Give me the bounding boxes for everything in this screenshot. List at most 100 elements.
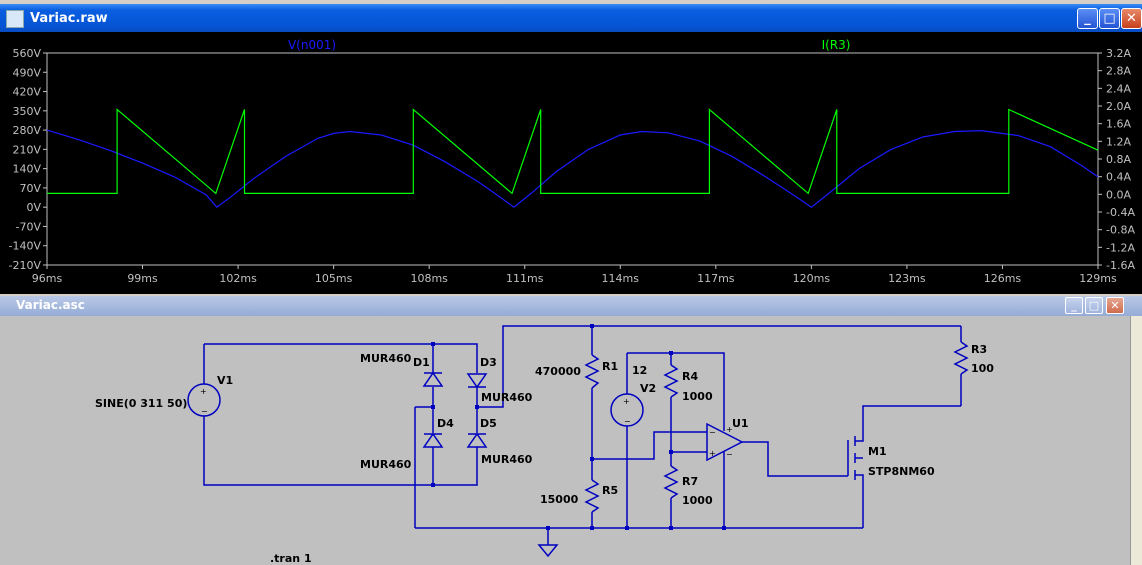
svg-text:+: + xyxy=(709,449,716,458)
x-axis-label: 117ms xyxy=(697,272,735,285)
left-axis-label: 490V xyxy=(12,66,41,79)
label-u1[interactable]: U1 xyxy=(732,417,749,430)
label-v2[interactable]: V2 xyxy=(640,382,656,395)
left-axis-label: 560V xyxy=(12,47,41,60)
wire-bridge-positive xyxy=(477,325,961,408)
waveform-window: Variac.raw _ □ ✕ xyxy=(0,4,1142,34)
wire-bridge xyxy=(432,343,478,486)
maximize-button[interactable]: □ xyxy=(1099,8,1120,29)
series-v-n001 xyxy=(46,129,1099,209)
right-axis-label: -0.4A xyxy=(1106,206,1135,219)
label-r1[interactable]: R1 xyxy=(602,360,618,373)
label-m1[interactable]: M1 xyxy=(868,445,887,458)
label-d4-model[interactable]: MUR460 xyxy=(360,458,412,471)
left-axis-label: 280V xyxy=(12,124,41,137)
schematic-scrollbar[interactable] xyxy=(1130,316,1142,565)
v1-source[interactable] xyxy=(187,383,221,417)
label-r7-val[interactable]: 1000 xyxy=(682,494,713,507)
resistor-r4[interactable] xyxy=(663,364,679,398)
resistor-r1[interactable] xyxy=(584,354,600,389)
label-d5[interactable]: D5 xyxy=(480,417,497,430)
label-tran[interactable]: .tran 1 xyxy=(270,552,312,565)
right-axis-label: 3.2A xyxy=(1106,47,1131,60)
svg-text:−: − xyxy=(709,428,716,437)
right-axis-label: -0.8A xyxy=(1106,224,1135,237)
label-d1[interactable]: D1 xyxy=(413,356,430,369)
plot-background xyxy=(0,32,1142,294)
schematic-window-title: Variac.asc xyxy=(16,298,85,312)
wire-divider-to-opamp xyxy=(592,431,707,460)
label-d5-model[interactable]: MUR460 xyxy=(481,453,533,466)
ground-symbol[interactable] xyxy=(537,544,559,558)
wire-ground-bus xyxy=(415,527,863,545)
wire-r4-r7 xyxy=(670,353,707,528)
label-v2-val[interactable]: 12 xyxy=(632,364,647,377)
right-axis-label: 2.4A xyxy=(1106,82,1131,95)
label-r5[interactable]: R5 xyxy=(602,484,618,497)
waveform-plot[interactable]: 560V490V420V350V280V210V140V70V0V-70V-14… xyxy=(0,32,1142,294)
x-axis-label: 105ms xyxy=(315,272,353,285)
svg-text:+: + xyxy=(200,387,207,396)
label-r3[interactable]: R3 xyxy=(971,343,987,356)
x-axis-label: 126ms xyxy=(984,272,1022,285)
v2-source[interactable] xyxy=(610,393,644,427)
label-r5-val[interactable]: 15000 xyxy=(540,493,579,506)
right-axis-label: 0.8A xyxy=(1106,153,1131,166)
waveform-window-title: Variac.raw xyxy=(30,11,108,26)
waveform-titlebar[interactable]: Variac.raw _ □ ✕ xyxy=(0,4,1142,34)
x-axis-label: 120ms xyxy=(793,272,831,285)
left-axis-label: -70V xyxy=(16,220,42,233)
label-m1-model[interactable]: STP8NM60 xyxy=(868,465,935,478)
waveform-window-icon[interactable] xyxy=(6,10,24,28)
right-axis-label: -1.6A xyxy=(1106,259,1135,272)
right-axis-label: 1.2A xyxy=(1106,135,1131,148)
left-axis-label: 0V xyxy=(26,201,41,214)
label-r1-val[interactable]: 470000 xyxy=(535,365,581,378)
right-axis-label: 0.4A xyxy=(1106,171,1131,184)
label-r7[interactable]: R7 xyxy=(682,475,698,488)
x-axis-label: 102ms xyxy=(219,272,257,285)
close-button[interactable]: ✕ xyxy=(1121,8,1142,29)
diode-d4[interactable] xyxy=(422,432,444,448)
schematic-canvas[interactable] xyxy=(0,316,1130,565)
schematic-titlebar[interactable]: Variac.asc _ □ ✕ xyxy=(0,296,1142,316)
label-r4-val[interactable]: 1000 xyxy=(682,390,713,403)
label-d3-model[interactable]: MUR460 xyxy=(481,391,533,404)
right-axis-label: 1.6A xyxy=(1106,118,1131,131)
label-d4[interactable]: D4 xyxy=(437,417,454,430)
resistor-r3[interactable] xyxy=(953,341,969,375)
x-axis-label: 114ms xyxy=(602,272,640,285)
schematic-maximize-button[interactable]: □ xyxy=(1085,297,1103,314)
label-d1-model[interactable]: MUR460 xyxy=(360,352,412,365)
svg-text:−: − xyxy=(624,417,631,426)
diode-d5[interactable] xyxy=(466,432,488,448)
svg-text:−: − xyxy=(726,450,733,459)
left-axis-label: -140V xyxy=(9,240,42,253)
left-axis-label: -210V xyxy=(9,259,42,272)
svg-text:−: − xyxy=(201,407,208,416)
right-axis-label: 2.0A xyxy=(1106,100,1131,113)
schematic-minimize-button[interactable]: _ xyxy=(1065,297,1083,314)
resistor-r5[interactable] xyxy=(584,479,600,513)
x-axis-label: 99ms xyxy=(127,272,158,285)
right-axis-label: 2.8A xyxy=(1106,65,1131,78)
wire-junctions xyxy=(431,324,726,530)
svg-text:+: + xyxy=(726,425,733,434)
label-d3[interactable]: D3 xyxy=(480,356,497,369)
label-sine[interactable]: SINE(0 311 50) xyxy=(95,397,187,410)
right-axis-label: 0.0A xyxy=(1106,188,1131,201)
schematic-close-button[interactable]: ✕ xyxy=(1106,297,1124,314)
label-v1[interactable]: V1 xyxy=(217,374,233,387)
label-r3-val[interactable]: 100 xyxy=(971,362,994,375)
diode-d3[interactable] xyxy=(466,373,488,389)
resistor-r7[interactable] xyxy=(663,465,679,499)
x-axis-label: 96ms xyxy=(32,272,63,285)
minimize-button[interactable]: _ xyxy=(1077,8,1098,29)
diode-d1[interactable] xyxy=(422,371,444,387)
left-axis-label: 350V xyxy=(12,105,41,118)
x-axis-label: 111ms xyxy=(506,272,544,285)
x-axis-label: 123ms xyxy=(888,272,926,285)
label-r4[interactable]: R4 xyxy=(682,370,698,383)
mosfet-m1[interactable] xyxy=(847,405,961,528)
